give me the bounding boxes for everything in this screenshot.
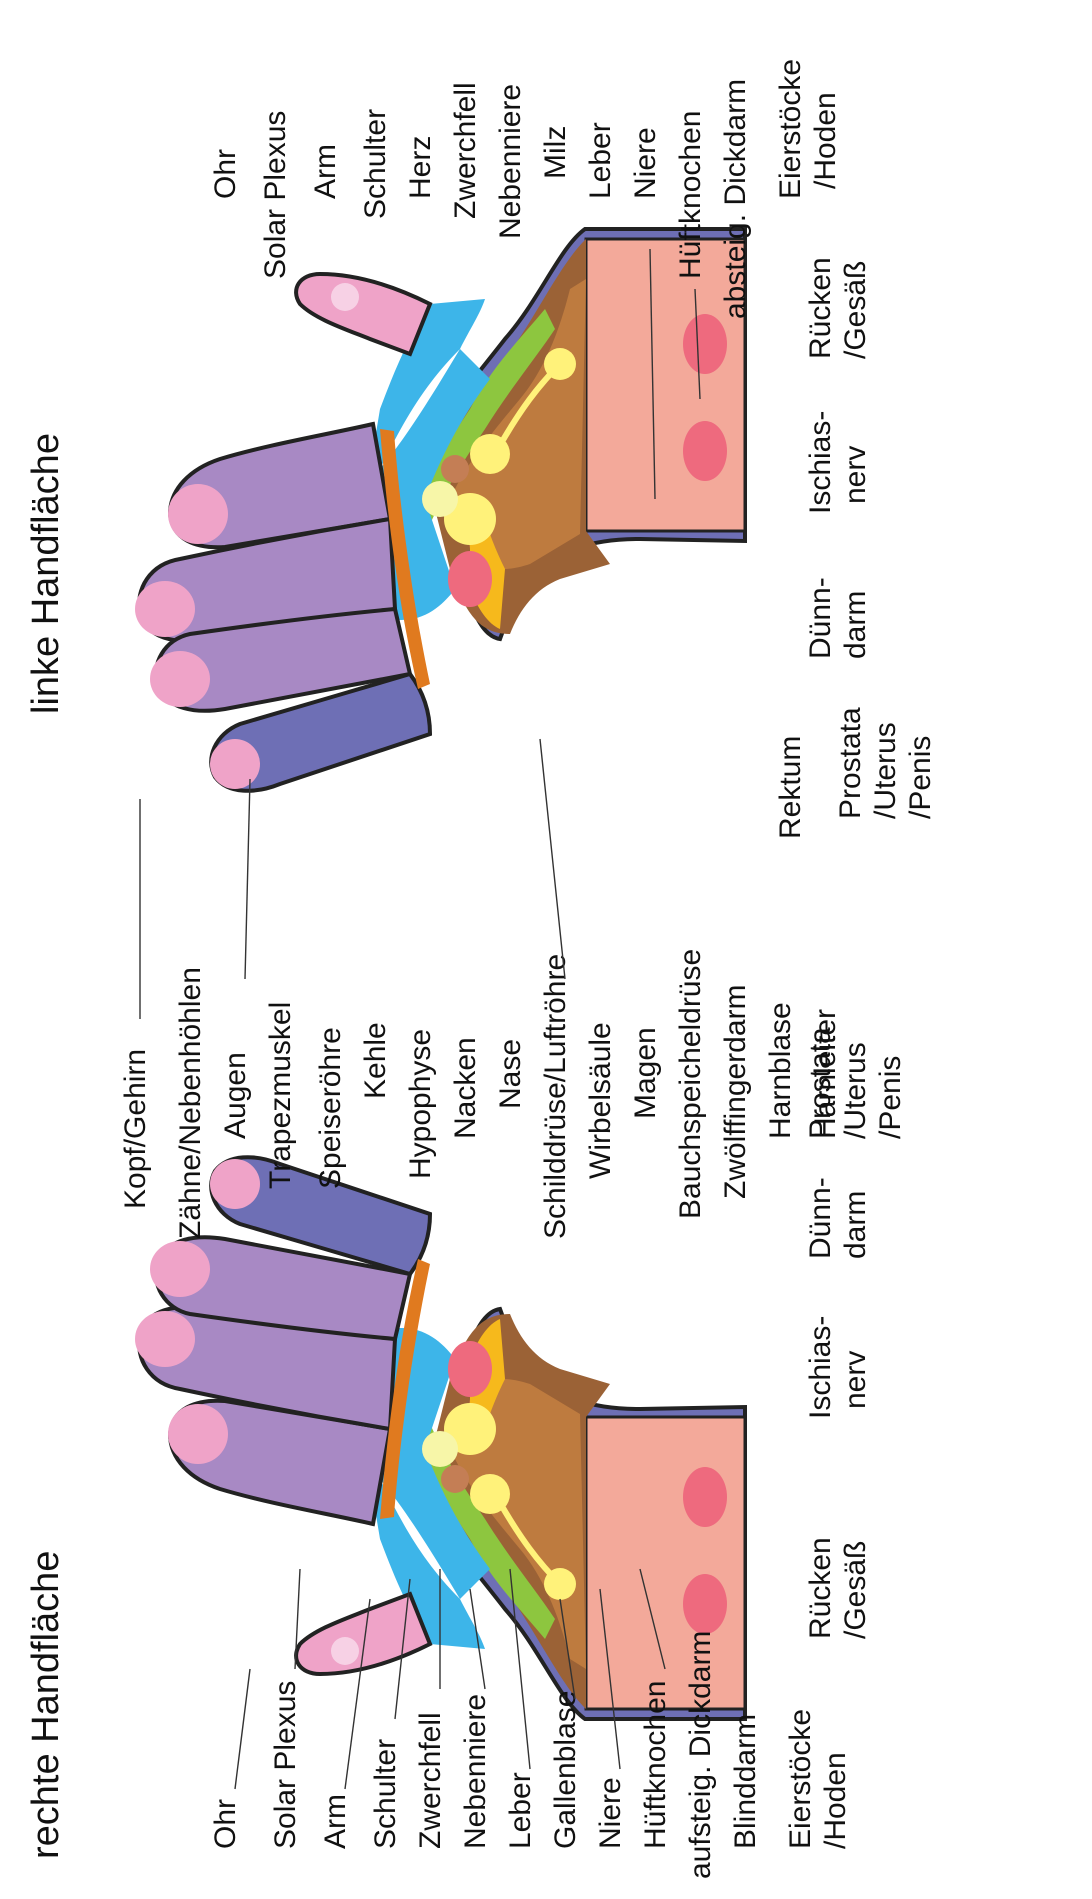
label-ischias-left-1: Ischias- xyxy=(804,411,837,514)
label-leber-left: Leber xyxy=(584,122,617,199)
label-aufsteig-dickdarm: aufsteig. Dickdarm xyxy=(684,1631,717,1879)
label-duenndarm-left-1: Dünn- xyxy=(804,577,837,659)
label-duenndarm-right-2: darm xyxy=(839,1191,872,1259)
label-schulter-right: Schulter xyxy=(369,1739,402,1849)
label-arm-left: Arm xyxy=(309,144,342,199)
label-duenndarm-left-2: darm xyxy=(839,591,872,659)
label-speiseroehre: Speiseröhre xyxy=(314,1027,347,1189)
label-ischias-right-1: Ischias- xyxy=(804,1316,837,1419)
label-augen: Augen xyxy=(219,1052,252,1139)
label-rektum: Rektum xyxy=(774,736,807,839)
label-zwoelffingerdarm: Zwölffingerdarm xyxy=(719,984,752,1199)
label-blinddarm: Blinddarm xyxy=(729,1714,762,1849)
label-schilddruese: Schilddrüse/Luftröhre xyxy=(539,954,572,1239)
label-absteig-dickdarm: absteig. Dickdarm xyxy=(719,79,752,319)
label-solar-plexus-left: Solar Plexus xyxy=(259,111,292,279)
label-nebenniere-left: Nebenniere xyxy=(494,84,527,239)
label-prostata-left-2: /Uterus xyxy=(869,722,902,819)
label-bauchspeicheldruese: Bauchspeicheldrüse xyxy=(674,949,707,1219)
label-nebenniere-right: Nebenniere xyxy=(459,1694,492,1849)
label-prostata-right-2: /Uterus xyxy=(839,1042,872,1139)
label-hypophyse: Hypophyse xyxy=(404,1029,437,1179)
label-arm-right: Arm xyxy=(319,1794,352,1849)
label-prostata-left-1: Prostata xyxy=(834,707,867,819)
label-zwerchfell-left: Zwerchfell xyxy=(449,82,482,219)
label-eierstoecke-right-1: Eierstöcke xyxy=(784,1709,817,1849)
label-ischias-right-2: nerv xyxy=(839,1351,872,1409)
label-harnleiter: Harnleiter xyxy=(809,1009,842,1139)
label-magen: Magen xyxy=(629,1027,662,1119)
label-gallenblase-right: Gallenblase xyxy=(549,1691,582,1849)
label-ohr-right: Ohr xyxy=(209,1799,242,1849)
label-duenndarm-right-1: Dünn- xyxy=(804,1177,837,1259)
label-harnblase: Harnblase xyxy=(764,1002,797,1139)
label-niere-left: Niere xyxy=(629,127,662,199)
label-eierstoecke-left-1: Eierstöcke xyxy=(774,59,807,199)
label-milz: Milz xyxy=(539,126,572,179)
label-ruecken-left-1: Rücken xyxy=(804,257,837,359)
label-ruecken-right-2: /Gesäß xyxy=(839,1541,872,1639)
label-eierstoecke-right-2: /Hoden xyxy=(819,1752,852,1849)
left-hand xyxy=(135,229,745,791)
label-leber-right: Leber xyxy=(504,1772,537,1849)
label-prostata-left-3: /Penis xyxy=(904,736,937,819)
label-hueftknochen-left: Hüftknochen xyxy=(674,111,707,279)
label-kehle: Kehle xyxy=(359,1022,392,1099)
label-prostata-right-3: /Penis xyxy=(874,1056,907,1139)
label-zaehne-nebenhoehlen: Zähne/Nebenhöhlen xyxy=(174,967,207,1239)
label-herz: Herz xyxy=(404,136,437,199)
label-nacken: Nacken xyxy=(449,1037,482,1139)
label-nase: Nase xyxy=(494,1039,527,1109)
label-niere-right: Niere xyxy=(594,1777,627,1849)
label-ohr-left: Ohr xyxy=(209,149,242,199)
label-trapezmuskel: Trapezmuskel xyxy=(264,1002,297,1189)
label-solar-plexus-right: Solar Plexus xyxy=(269,1681,302,1849)
label-eierstoecke-left-2: /Hoden xyxy=(809,92,842,189)
label-zwerchfell-right: Zwerchfell xyxy=(414,1712,447,1849)
label-ruecken-right-1: Rücken xyxy=(804,1537,837,1639)
label-hueftknochen-right: Hüftknochen xyxy=(639,1681,672,1849)
label-ruecken-left-2: /Gesäß xyxy=(839,261,872,359)
title-left-hand: linke Handfläche xyxy=(25,433,67,714)
label-schulter-left: Schulter xyxy=(359,109,392,219)
label-ischias-left-2: nerv xyxy=(839,446,872,504)
label-wirbelsaeule: Wirbelsäule xyxy=(584,1022,617,1179)
title-right-hand: rechte Handfläche xyxy=(25,1551,67,1859)
label-kopf-gehirn: Kopf/Gehirn xyxy=(119,1049,152,1209)
